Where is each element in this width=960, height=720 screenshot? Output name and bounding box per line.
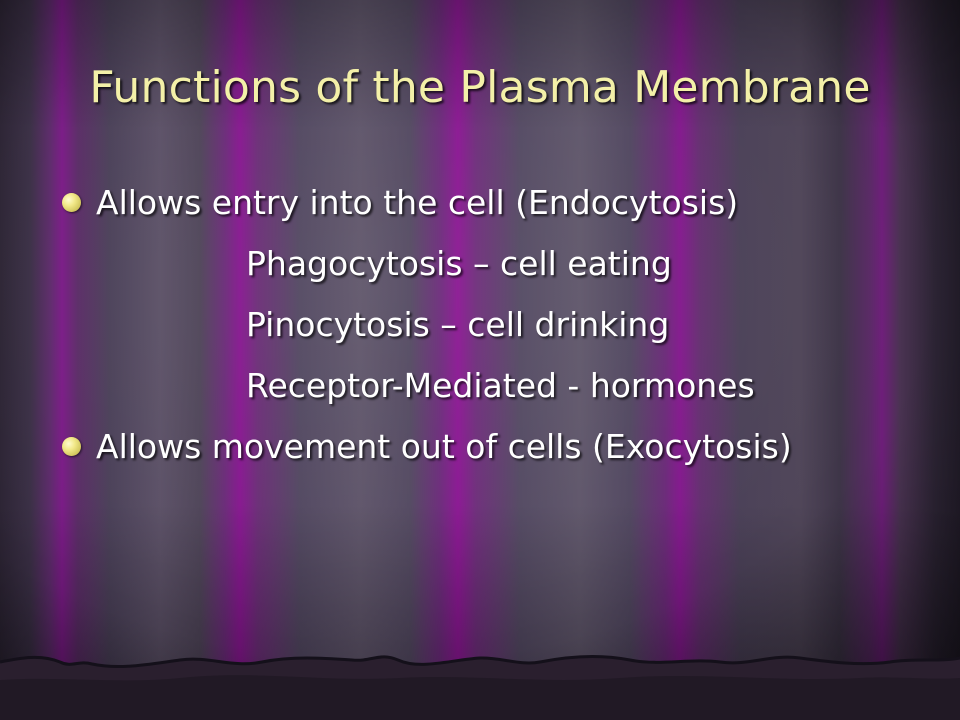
bullet-icon (62, 193, 81, 212)
sub-item-receptor-mediated: Receptor-Mediated - hormones (60, 355, 940, 416)
sub-item-text: Phagocytosis – cell eating (246, 244, 672, 283)
slide-body: Allows entry into the cell (Endocytosis)… (60, 172, 940, 477)
bullet-text: Allows entry into the cell (Endocytosis) (96, 183, 739, 222)
sub-item-pinocytosis: Pinocytosis – cell drinking (60, 294, 940, 355)
bullet-icon (62, 437, 81, 456)
bullet-text: Allows movement out of cells (Exocytosis… (96, 427, 792, 466)
bullet-item-exocytosis: Allows movement out of cells (Exocytosis… (60, 416, 940, 477)
sub-item-text: Receptor-Mediated - hormones (246, 366, 755, 405)
sub-item-phagocytosis: Phagocytosis – cell eating (60, 233, 940, 294)
sub-item-text: Pinocytosis – cell drinking (246, 305, 670, 344)
curtain-hem-decoration (0, 654, 960, 720)
slide-title: Functions of the Plasma Membrane (89, 62, 871, 113)
bullet-item-endocytosis: Allows entry into the cell (Endocytosis) (60, 172, 940, 233)
